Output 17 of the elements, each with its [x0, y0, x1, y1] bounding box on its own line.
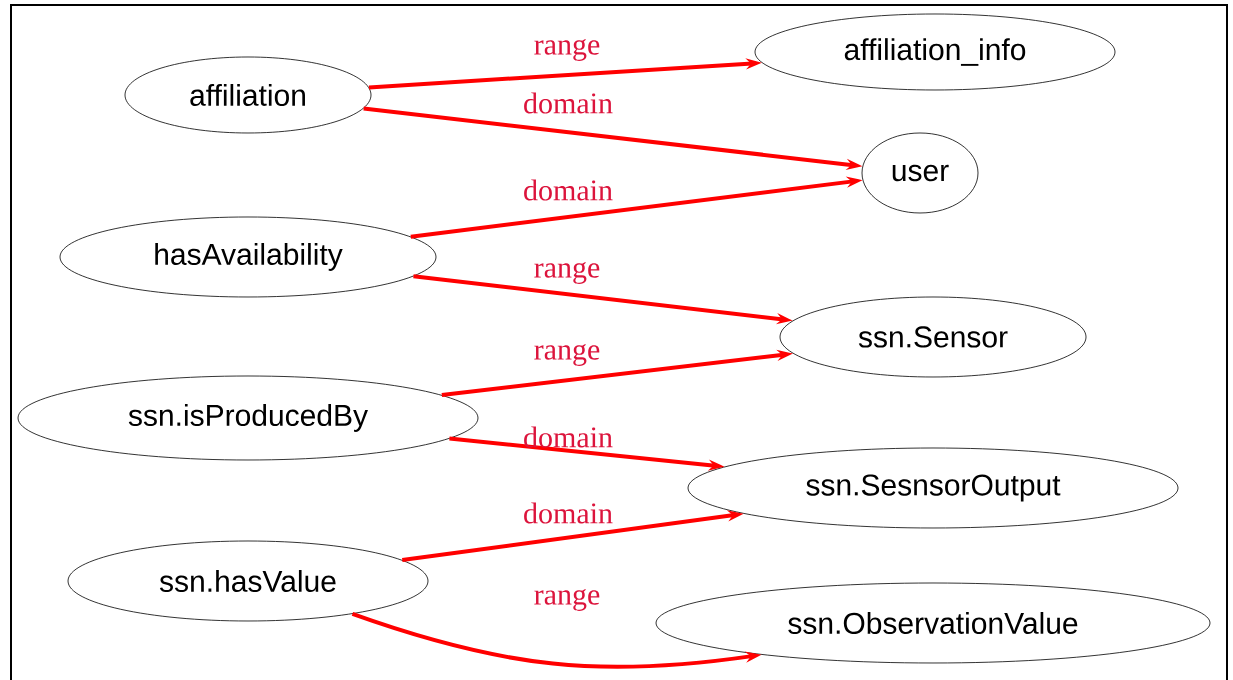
edge-label: range	[534, 262, 600, 284]
ellipse-node: hasAvailability	[59, 216, 437, 298]
edge-label: domain	[524, 179, 613, 201]
edge-label: domain	[524, 92, 613, 114]
ellipse-node: ssn.Sensor	[779, 296, 1087, 378]
edge-label: domain	[524, 426, 613, 448]
edge-label: range	[534, 344, 600, 366]
ellipse-node: ssn.ObservationValue	[655, 582, 1211, 664]
edge-label: range	[534, 39, 600, 61]
ellipse-node: affiliation	[124, 56, 372, 134]
ellipse-node: ssn.SesnsorOutput	[687, 447, 1179, 529]
ellipse-node: ssn.hasValue	[67, 540, 429, 622]
edge-label: domain	[524, 502, 613, 524]
ellipse-node: ssn.isProducedBy	[17, 375, 479, 461]
edge-label: range	[534, 589, 600, 611]
ellipse-node: user	[861, 132, 979, 214]
ellipse-node: affiliation_info	[754, 13, 1116, 91]
